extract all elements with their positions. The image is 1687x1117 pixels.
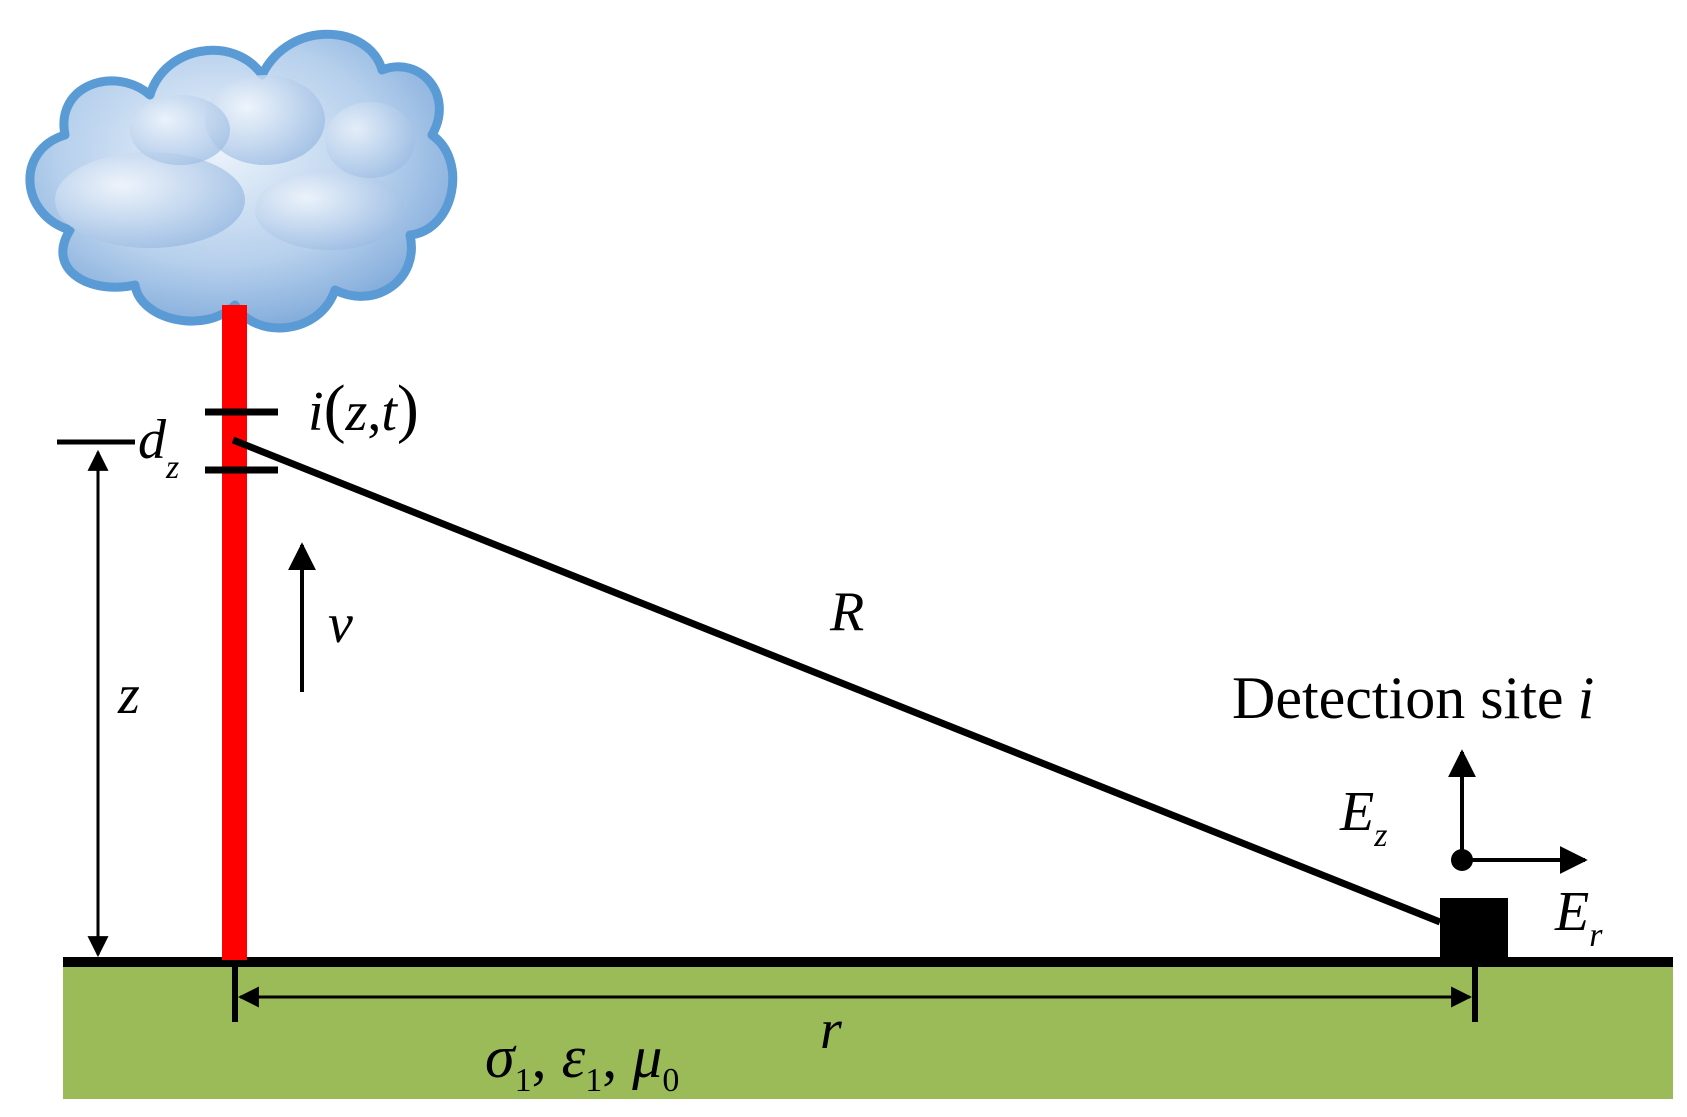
distance-R-label: R	[829, 581, 864, 643]
ground-parameters-label: σ1, ε1, μ0	[485, 1024, 679, 1099]
Ez-label: Ez	[1339, 781, 1387, 854]
detector-box	[1440, 898, 1508, 960]
segment-label: dz	[138, 409, 179, 486]
ground-soil	[63, 962, 1673, 1099]
distance-r-label: r	[820, 999, 842, 1061]
distance-R-line	[231, 436, 1442, 926]
velocity-label: v	[328, 593, 353, 655]
lightning-channel	[222, 305, 247, 960]
field-origin-dot	[1451, 849, 1473, 871]
Er-label: Er	[1554, 881, 1603, 954]
cloud-icon	[25, 29, 458, 333]
current-label: i(z,t)	[308, 372, 419, 445]
height-label: z	[117, 664, 140, 726]
